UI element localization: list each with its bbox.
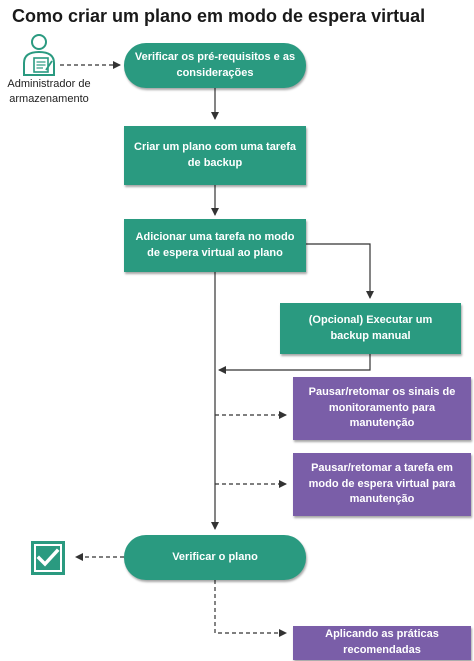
node-pause-virtual-standby-task: Pausar/retomar a tarefa em modo de esper…: [293, 453, 471, 516]
connector-verify-to-practices: [214, 580, 287, 637]
diagram-title: Como criar um plano em modo de espera vi…: [12, 6, 426, 26]
node-pause-heartbeat: Pausar/retomar os sinais de monitorament…: [293, 377, 471, 440]
actor-label: Administrador de armazenamento: [7, 78, 91, 105]
node-verify-plan: Verificar o plano: [124, 535, 306, 580]
node-optional-manual-backup: (Opcional) Executar um backup manual: [280, 303, 461, 354]
connector-manual-return: [218, 354, 371, 374]
node-add-virtual-standby-task: Adicionar uma tarefa no modo de espera v…: [124, 219, 306, 272]
administrator-person-icon: [23, 34, 55, 76]
checkmark-checkbox-icon: [31, 541, 65, 575]
node-create-plan: Criar um plano com uma tarefa de backup: [124, 126, 306, 185]
node-best-practices: Aplicando as práticas recomendadas: [293, 626, 471, 660]
connector-add-to-manual: [306, 243, 374, 299]
node-verify-prerequisites: Verificar os pré-requisitos e as conside…: [124, 43, 306, 88]
